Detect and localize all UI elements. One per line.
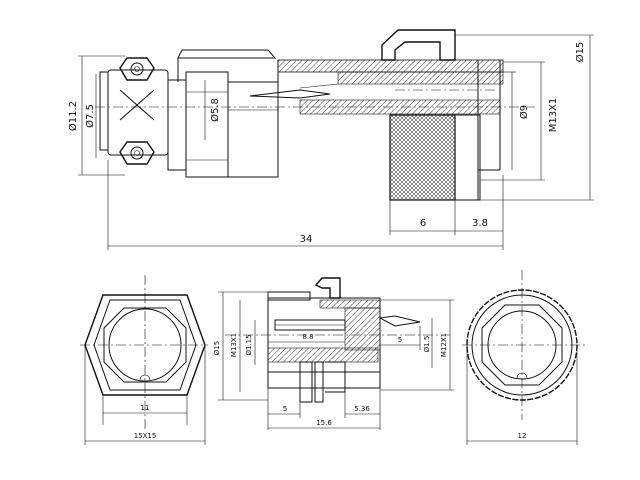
dim-w11: 11 — [141, 404, 150, 412]
dim-d11-2: Ø11.2 — [67, 101, 79, 131]
right-view: 12 — [462, 270, 585, 445]
dim-d7-5: Ø7.5 — [84, 104, 96, 128]
sleeve-hatch-low — [299, 99, 501, 115]
dim-l6: 6 — [420, 218, 426, 229]
clamp-nut — [185, 71, 229, 178]
dim-c-l5-bottom: 5 — [283, 405, 287, 413]
dim-m13: M13X1 — [548, 98, 559, 133]
dim-c-d15: Ø15 — [213, 341, 221, 355]
knurled-ring — [389, 114, 456, 201]
dim-l3-8: 3.8 — [472, 218, 488, 229]
receptacle-hook — [314, 277, 341, 299]
dim-c-m12: M12X1 — [440, 333, 448, 357]
contact-pin — [249, 89, 331, 99]
dim-l34: 34 — [300, 234, 313, 245]
dim-d15: Ø15 — [574, 42, 586, 63]
receptacle-pin — [378, 315, 421, 327]
dim-d5-8: Ø5.8 — [209, 98, 221, 122]
solder-cup-bottom — [119, 141, 155, 165]
sleeve-hatch-mid — [337, 71, 504, 85]
rear-flange — [99, 71, 109, 151]
dim-c-d1-5: Ø1.5 — [423, 336, 431, 353]
dim-c-l8-8: 8.8 — [302, 333, 313, 341]
solder-cup-top — [119, 57, 155, 81]
dim-c-l15-6: 15.6 — [316, 419, 332, 427]
center-view: Ø15 M13X1 Ø1.15 8.8 5 Ø1.5 M12X1 5 5.36 — [213, 277, 454, 430]
dim-r-d12: 12 — [518, 432, 527, 440]
left-view: 11 15X15 — [80, 275, 208, 445]
dim-c-l5-right: 5 — [398, 336, 402, 344]
knurl-octagon — [481, 304, 563, 386]
coupling-hook — [381, 29, 456, 61]
dim-c-m13: M13X1 — [230, 333, 238, 357]
top-view: Ø11.2 Ø7.5 Ø5.8 Ø9 M13X1 Ø15 6 3.8 34 — [67, 29, 594, 250]
dim-c-d1-15: Ø1.15 — [245, 334, 253, 355]
sleeve-hatch-top — [277, 59, 504, 73]
dim-hex: 15X15 — [134, 432, 157, 440]
dim-c-l5-36: 5.36 — [354, 405, 370, 413]
nut-top — [177, 49, 277, 59]
dim-d9: Ø9 — [518, 105, 530, 119]
collar — [167, 79, 187, 171]
octagon-inner — [103, 307, 187, 383]
